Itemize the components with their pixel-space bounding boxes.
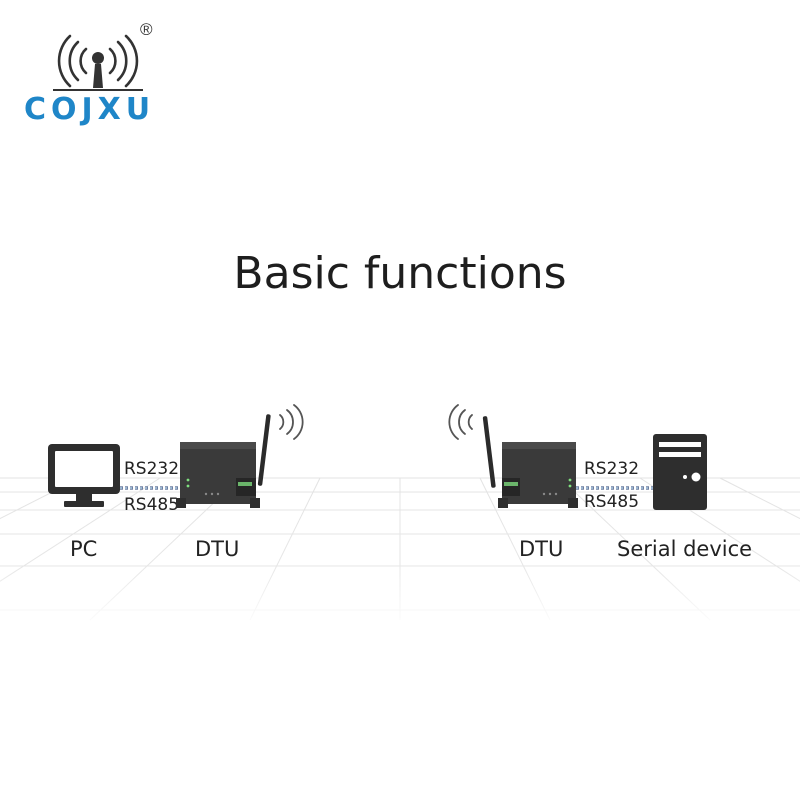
wireless-waves-icon [274,404,306,440]
dtu-router-icon [482,412,578,514]
port-label-rs232-right: RS232 [584,459,639,479]
port-label-rs485-left: RS485 [124,495,179,515]
brand-logo-text: COJXU [24,92,155,127]
wireless-waves-icon [446,404,478,440]
dtu-router-icon [176,410,272,512]
port-label-rs485-right: RS485 [584,492,639,512]
pc-monitor-icon [46,442,122,510]
antenna-signal-icon [48,28,148,94]
device-label-serial-device: Serial device [617,537,752,561]
serial-cable-left [120,482,184,494]
page-title: Basic functions [0,248,800,299]
port-label-rs232-left: RS232 [124,459,179,479]
device-label-dtu-left: DTU [195,537,239,561]
device-label-pc: PC [70,537,97,561]
device-label-dtu-right: DTU [519,537,563,561]
registered-mark: ® [140,20,153,40]
serial-server-icon [652,433,708,511]
